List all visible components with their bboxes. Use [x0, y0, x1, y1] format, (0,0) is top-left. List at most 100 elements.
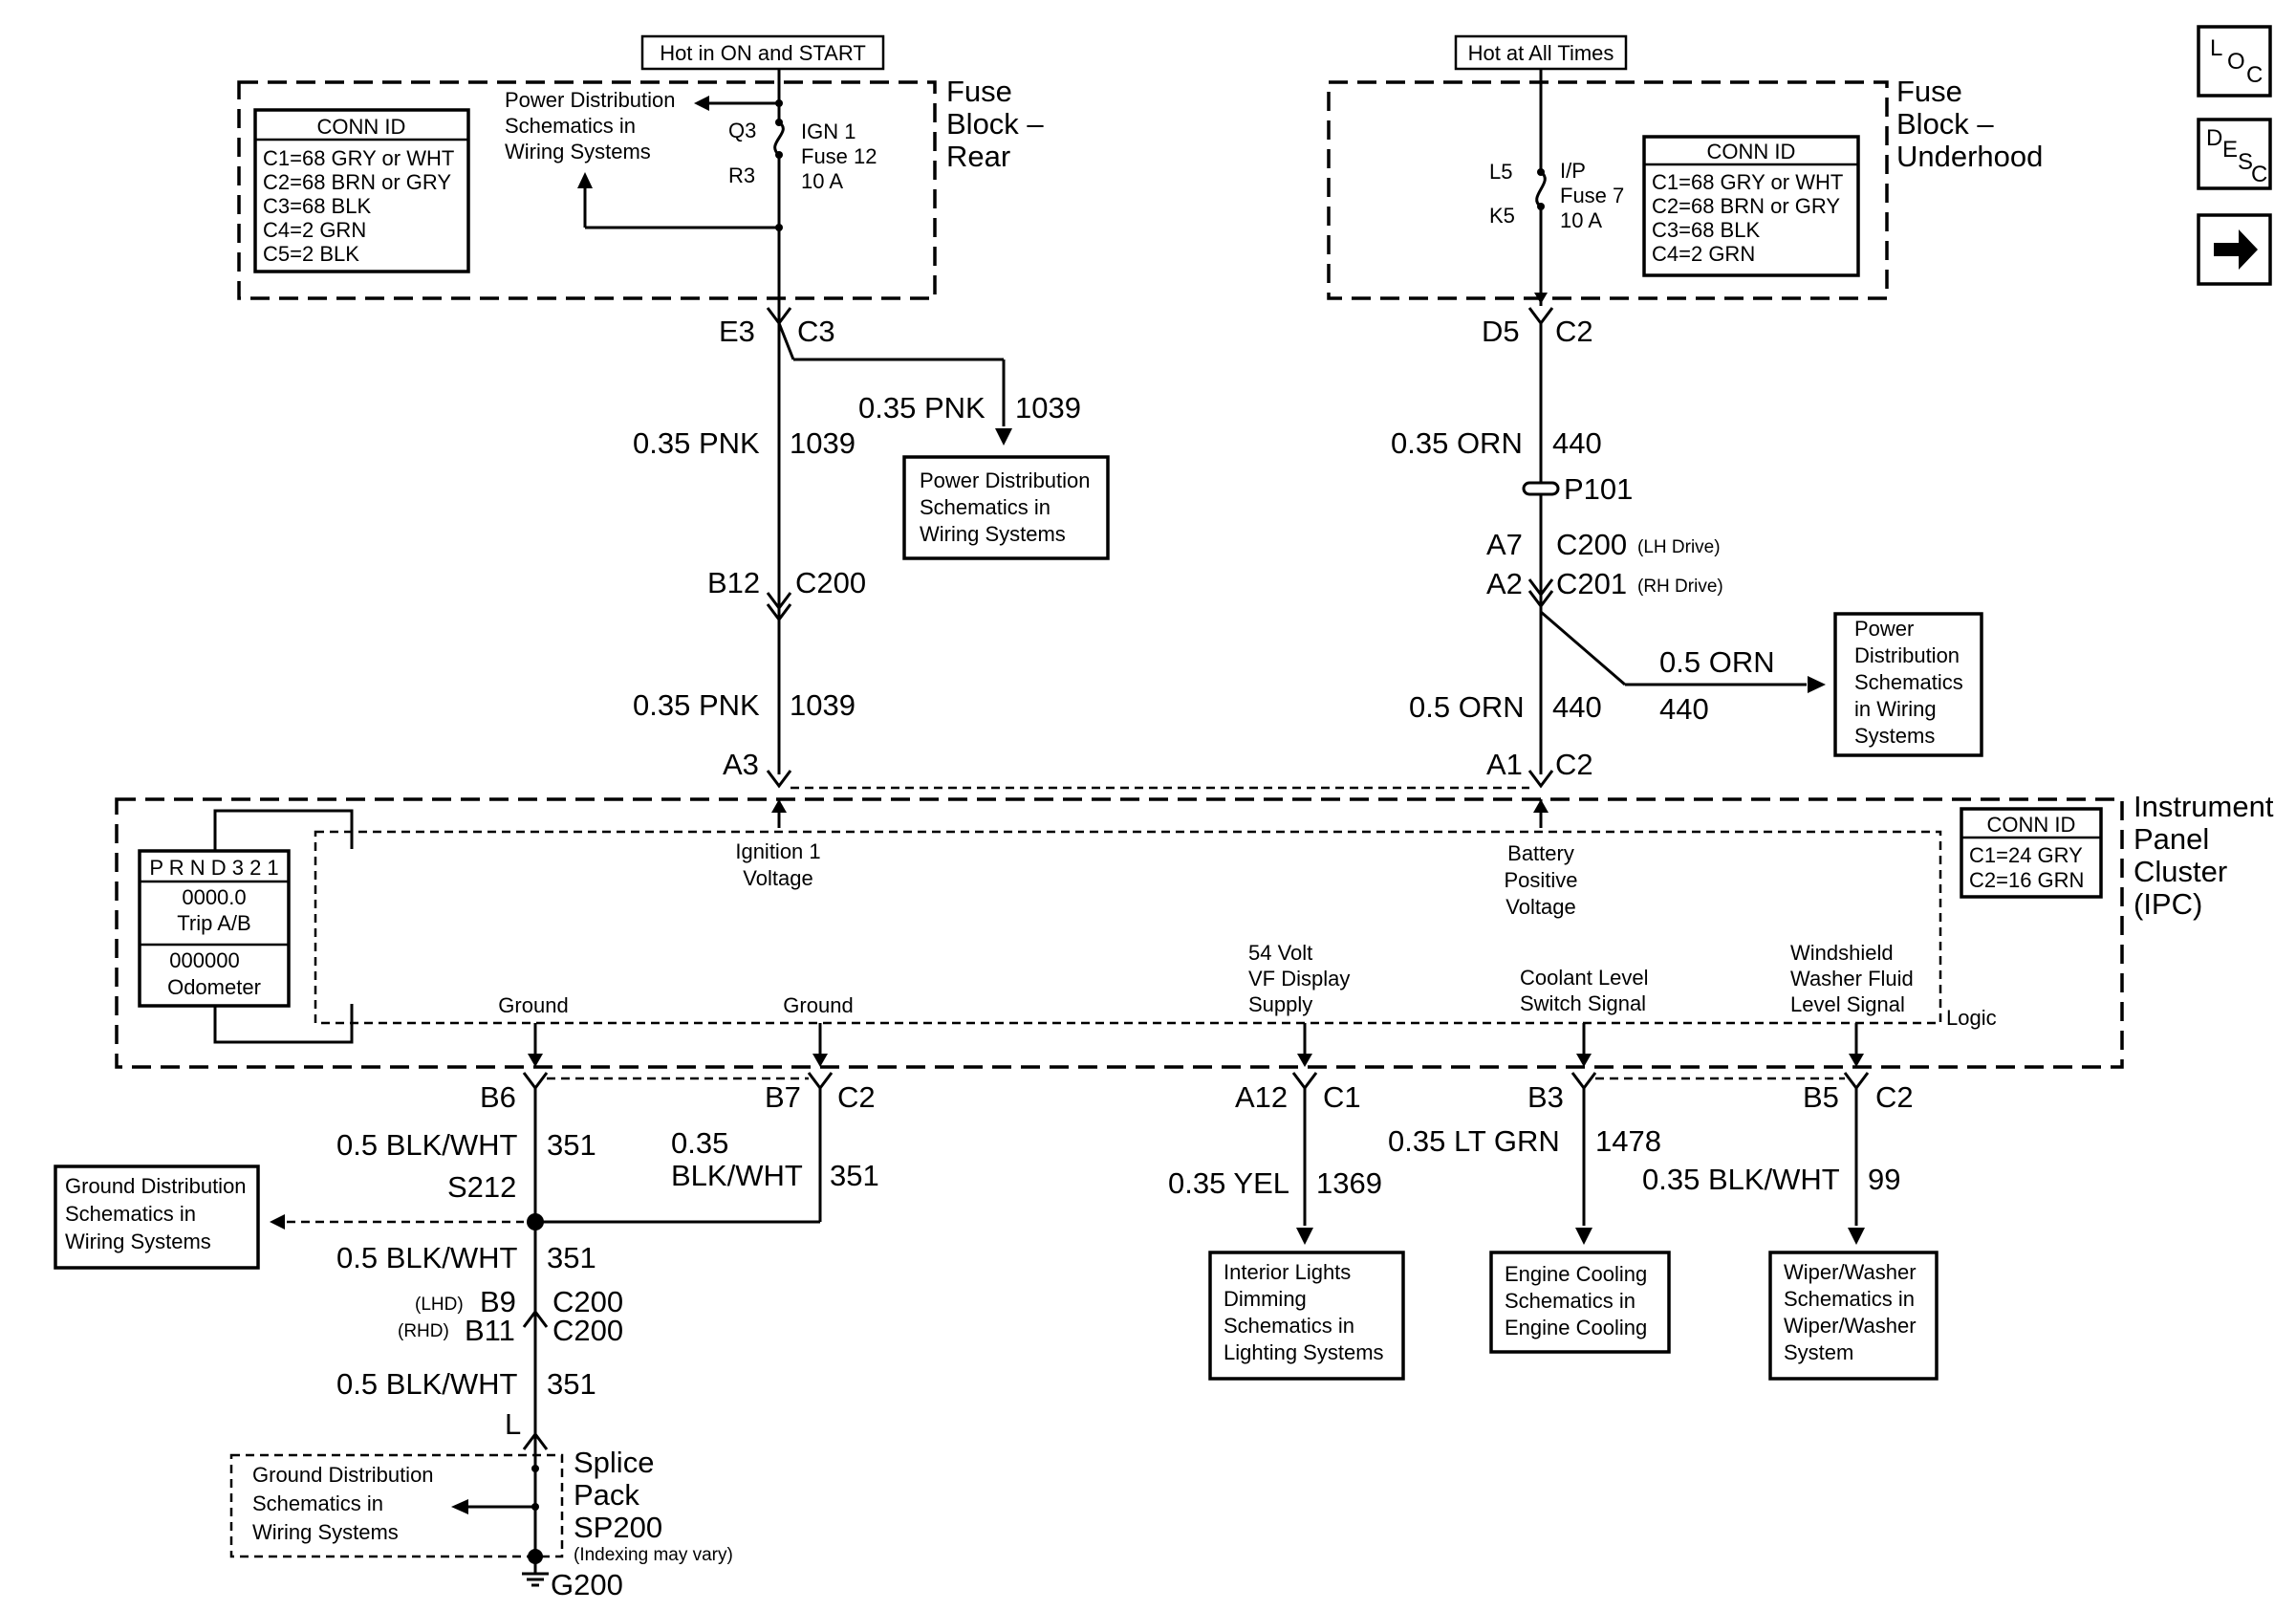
interior-lights-ref-box[interactable]: Interior Lights Dimming Schematics in Li… [1208, 1251, 1405, 1381]
washer-1: Windshield [1790, 941, 1894, 965]
hot-on-start-label: Hot in ON and START [640, 34, 885, 71]
num-1039-1: 1039 [790, 426, 856, 460]
conn-c2-out: C2 [1875, 1080, 1914, 1114]
svg-text:L: L [2210, 35, 2222, 61]
rear-ref-line-3: Wiring Systems [505, 140, 651, 163]
num-1369: 1369 [1316, 1166, 1382, 1200]
wire-orn-2: 0.5 ORN [1409, 690, 1525, 724]
fuse-underhood-k5: K5 [1489, 204, 1515, 228]
wiper-washer-ref-box[interactable]: Wiper/Washer Schematics in Wiper/Washer … [1768, 1251, 1939, 1381]
note-lh-drive: (LH Drive) [1637, 537, 1721, 557]
conn-c200-lh: C200 [1556, 528, 1627, 561]
ipc-title-1: Instrument [2134, 790, 2274, 823]
output-circuits: A12 C1 0.35 YEL 1369 Interior Lights Dim… [1168, 1072, 1939, 1381]
svg-text:Schematics in: Schematics in [1784, 1287, 1915, 1311]
svg-text:S: S [2238, 149, 2253, 175]
power-distribution-ref-box-2[interactable]: Power Distribution Schematics in Wiring … [1833, 612, 1983, 757]
conn-b5: B5 [1803, 1080, 1839, 1114]
right-arrow-icon[interactable] [2197, 213, 2272, 286]
odometer-value: 000000 [169, 948, 239, 972]
wire-blk-wht-99: 0.35 BLK/WHT [1642, 1163, 1840, 1196]
ground-symbol-icon [522, 1557, 549, 1587]
svg-text:Power Distribution: Power Distribution [920, 468, 1091, 492]
vf-supply-3: Supply [1248, 992, 1312, 1016]
engine-cooling-ref-box[interactable]: Engine Cooling Schematics in Engine Cool… [1489, 1251, 1671, 1354]
wire-pnk-1: 0.35 PNK [633, 426, 760, 460]
wire-b6: 0.5 BLK/WHT [336, 1128, 518, 1162]
conn-a1: A1 [1486, 748, 1523, 781]
num-440-2: 440 [1552, 690, 1602, 724]
svg-text:Lighting Systems: Lighting Systems [1224, 1340, 1384, 1364]
conn-c200: C200 [795, 566, 866, 599]
num-b7: 351 [830, 1159, 879, 1192]
svg-text:Wiring Systems: Wiring Systems [252, 1520, 399, 1544]
battery-circuit: D5 C2 0.35 ORN 440 P101 A7 C200 (LH Driv… [1391, 307, 1983, 789]
ignition-circuit: E3 C3 0.35 PNK 1039 Power Distribution S… [633, 307, 1110, 789]
svg-text:Ground Distribution: Ground Distribution [65, 1174, 247, 1198]
num-351-4: 351 [547, 1367, 596, 1401]
desc-icon[interactable]: D E S C [2197, 118, 2272, 190]
conn-c1: C1 [1323, 1080, 1361, 1114]
svg-text:C2=16 GRN: C2=16 GRN [1969, 868, 2084, 892]
fuse-rear-r3: R3 [728, 163, 755, 187]
branch-num-1039: 1039 [1015, 391, 1081, 425]
power-distribution-ref-box[interactable]: Power Distribution Schematics in Wiring … [902, 455, 1110, 560]
svg-text:System: System [1784, 1340, 1853, 1364]
trip-value: 0000.0 [182, 885, 246, 909]
svg-text:Schematics in: Schematics in [920, 495, 1051, 519]
svg-text:in Wiring: in Wiring [1854, 697, 1937, 721]
svg-text:Hot in ON and START: Hot in ON and START [660, 41, 866, 65]
fuse-block-rear: Fuse Block – Rear CONN ID C1=68 GRY or W… [237, 69, 1044, 325]
svg-text:CONN ID: CONN ID [1987, 813, 2076, 837]
fuse-underhood-amps: 10 A [1560, 208, 1602, 232]
rear-ref-line-1: Power Distribution [505, 88, 676, 112]
num-1478: 1478 [1595, 1124, 1661, 1158]
ground-label-2: Ground [783, 993, 853, 1017]
splice-title-1: Splice [574, 1446, 654, 1479]
svg-text:Wiring Systems: Wiring Systems [920, 522, 1066, 546]
odometer-label: Odometer [167, 975, 261, 999]
ign-voltage-1: Ignition 1 [735, 839, 820, 863]
splice-pack-sp200: Ground Distribution Schematics in Wiring… [229, 1444, 733, 1565]
fuse-block-underhood-title-3: Underhood [1896, 140, 2043, 173]
svg-text:C3=68 BLK: C3=68 BLK [1652, 218, 1760, 242]
wire-351-4: 0.5 BLK/WHT [336, 1367, 518, 1401]
rear-ref-line-2: Schematics in [505, 114, 636, 138]
ipc-title-3: Cluster [2134, 855, 2227, 888]
svg-text:O: O [2227, 49, 2245, 75]
svg-text:C2=68 BRN or GRY: C2=68 BRN or GRY [1652, 194, 1840, 218]
washer-2: Washer Fluid [1790, 967, 1914, 991]
svg-text:C1=24 GRY: C1=24 GRY [1969, 843, 2083, 867]
ipc-title-4: (IPC) [2134, 887, 2202, 921]
fuse-block-rear-title-3: Rear [946, 140, 1010, 173]
fuse-rear-number: Fuse 12 [801, 144, 877, 168]
wire-b7-b: BLK/WHT [671, 1159, 803, 1192]
ground-g200: G200 [551, 1568, 623, 1601]
fuse-underhood-l5: L5 [1489, 160, 1512, 184]
ipc-title-2: Panel [2134, 822, 2209, 856]
conn-d5: D5 [1482, 315, 1520, 348]
fuse-block-rear-title-2: Block – [946, 107, 1044, 141]
ground-distribution-ref-box[interactable]: Ground Distribution Schematics in Wiring… [54, 1165, 260, 1270]
ign-voltage-2: Voltage [743, 866, 812, 890]
conn-a3: A3 [723, 748, 759, 781]
conn-a2: A2 [1486, 567, 1523, 600]
ipc-conn-id: CONN ID C1=24 GRY C2=16 GRN [1960, 807, 2103, 899]
trip-label: Trip A/B [177, 911, 250, 935]
ground-circuit: B6 B7 C2 0.5 BLK/WHT 351 0.35 BLK/WHT 35… [54, 1072, 879, 1601]
svg-text:C: C [2246, 62, 2263, 88]
conn-b3: B3 [1527, 1080, 1564, 1114]
svg-text:Systems: Systems [1854, 724, 1935, 748]
note-rh-drive: (RH Drive) [1637, 577, 1723, 597]
wire-pnk-2: 0.35 PNK [633, 688, 760, 722]
fuse-underhood-number: Fuse 7 [1560, 184, 1624, 207]
svg-text:Schematics: Schematics [1854, 670, 1963, 694]
conn-c2b: C2 [1555, 748, 1593, 781]
conn-b12: B12 [707, 566, 760, 599]
svg-text:Schematics in: Schematics in [65, 1202, 196, 1226]
svg-text:C1=68 GRY or WHT: C1=68 GRY or WHT [1652, 170, 1843, 194]
loc-icon[interactable]: L O C [2197, 25, 2272, 98]
hot-all-times-label: Hot at All Times [1454, 34, 1628, 71]
conn-c200-b: C200 [552, 1314, 623, 1347]
